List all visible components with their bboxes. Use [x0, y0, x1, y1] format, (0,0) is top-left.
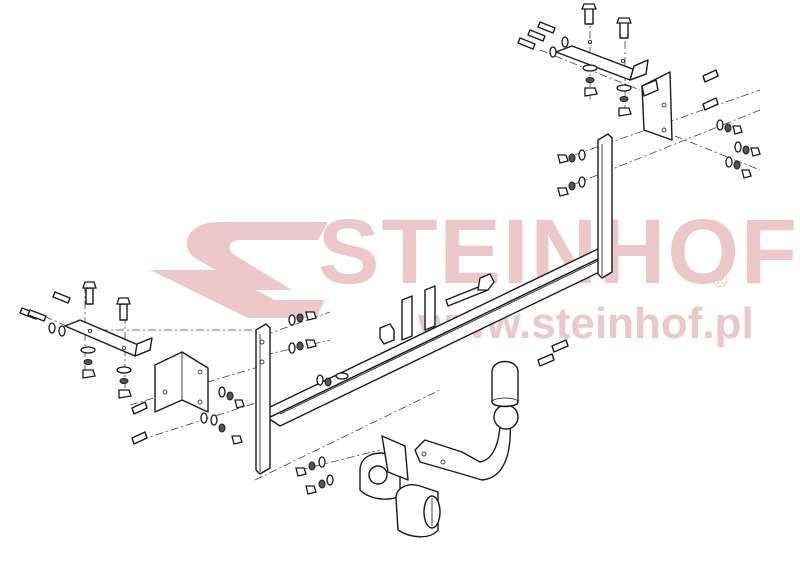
crossbar — [267, 247, 613, 427]
washer-nut-stack-left-top — [80, 346, 132, 399]
nut-group-right-inner — [557, 149, 586, 197]
nut-group-lower — [295, 339, 569, 495]
washer-nut-stack-right-top — [582, 64, 632, 117]
spacer-plates — [379, 273, 495, 345]
left-upright — [255, 323, 271, 475]
socket-plate — [359, 435, 409, 500]
bolt-group-left-top — [19, 281, 131, 337]
socket — [395, 484, 441, 538]
bolt-group-right-side — [702, 69, 761, 179]
hardware — [19, 3, 761, 495]
left-top-bracket — [64, 319, 153, 357]
right-top-bracket — [555, 40, 649, 81]
bolt-group-left-side — [131, 386, 245, 445]
bolt-group-right-top — [517, 3, 632, 58]
right-upright — [597, 133, 613, 279]
watermark-logo-swoosh — [150, 222, 328, 318]
nut-group-left-inner — [288, 311, 317, 354]
watermark-registered-mark: ® — [713, 270, 728, 292]
ball-cover — [491, 360, 519, 408]
left-angle-bracket — [154, 351, 209, 413]
ball-neck — [414, 404, 519, 481]
right-angle-bracket — [641, 71, 673, 141]
